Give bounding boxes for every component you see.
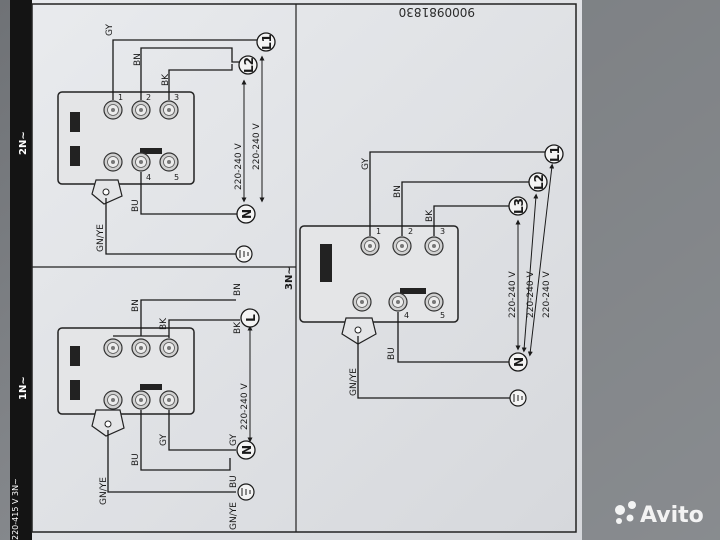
- ground-symbol-1n: [237, 483, 255, 501]
- avito-watermark: Avito: [615, 501, 704, 528]
- terminal-n-3n: N: [508, 352, 528, 372]
- svg-text:L1: L1: [260, 34, 274, 50]
- svg-text:L: L: [244, 314, 258, 322]
- svg-text:BN: BN: [233, 283, 243, 296]
- voltage-2n-a: 220-240 V: [234, 143, 244, 190]
- svg-text:N: N: [240, 445, 254, 455]
- svg-text:GN/YE: GN/YE: [349, 368, 359, 396]
- svg-text:GN/YE: GN/YE: [96, 224, 106, 252]
- ground-symbol-3n: [509, 389, 527, 407]
- header-strip: [10, 0, 32, 540]
- panel-2n: 1 2 3 4 5 L1 L2 N: [57, 23, 276, 263]
- panel-1n: L N BN BK GY BU GN/YE BN BK GY BU GN/YE …: [57, 283, 260, 530]
- svg-text:BK: BK: [233, 321, 243, 334]
- svg-text:3: 3: [174, 93, 179, 102]
- svg-text:L2: L2: [242, 57, 256, 73]
- svg-text:GN/YE: GN/YE: [229, 502, 239, 530]
- svg-text:4: 4: [146, 173, 151, 182]
- terminal-block-2n: 1 2 3 4 5: [57, 91, 195, 205]
- voltage-3n-c: 220-240 V: [542, 271, 552, 318]
- svg-text:L1: L1: [548, 146, 562, 162]
- terminal-block-1n: [57, 327, 195, 437]
- svg-text:N: N: [240, 209, 254, 219]
- svg-text:BN: BN: [131, 299, 141, 312]
- voltage-3n-a: 220-240 V: [508, 271, 518, 318]
- terminal-block-3n: 1 2 3 4 5: [299, 225, 459, 345]
- svg-text:GY: GY: [159, 433, 169, 446]
- header-1n: 1N~: [18, 376, 29, 400]
- svg-text:BK: BK: [159, 317, 169, 330]
- terminal-l3-3n: L3: [508, 196, 528, 216]
- svg-text:5: 5: [174, 173, 179, 182]
- svg-text:4: 4: [404, 311, 409, 320]
- svg-text:BK: BK: [161, 73, 171, 86]
- svg-text:BN: BN: [133, 53, 143, 66]
- terminal-l-1n: L: [240, 308, 260, 328]
- svg-text:GN/YE: GN/YE: [99, 477, 109, 505]
- svg-text:GY: GY: [361, 157, 371, 170]
- header-2n: 2N~: [18, 131, 29, 155]
- svg-text:N: N: [512, 357, 526, 367]
- svg-text:2: 2: [408, 227, 413, 236]
- ground-symbol-2n: [235, 245, 253, 263]
- svg-text:2: 2: [146, 93, 151, 102]
- svg-text:BN: BN: [393, 185, 403, 198]
- svg-text:1: 1: [118, 93, 123, 102]
- svg-text:BU: BU: [229, 475, 239, 488]
- svg-text:BK: BK: [425, 209, 435, 222]
- voltage-3n-b: 220-240 V: [526, 271, 536, 318]
- svg-text:3: 3: [440, 227, 445, 236]
- svg-text:GY: GY: [105, 23, 115, 36]
- svg-text:Avito: Avito: [640, 503, 704, 528]
- terminal-n-2n: N: [236, 204, 256, 224]
- terminal-l1-2n: L1: [256, 32, 276, 52]
- svg-text:5: 5: [440, 311, 445, 320]
- svg-text:L3: L3: [512, 198, 526, 214]
- serial-number: 9000981830: [399, 5, 475, 19]
- header-3n: 3N~: [284, 266, 295, 290]
- terminal-l1-3n: L1: [544, 144, 564, 164]
- terminal-l2-3n: L2: [528, 172, 548, 192]
- svg-text:BU: BU: [131, 453, 141, 466]
- svg-text:BU: BU: [131, 199, 141, 212]
- panel-3n: 1 2 3 4 5 L1 L2 L3 N: [299, 144, 564, 407]
- terminal-n-1n: N: [236, 440, 256, 460]
- voltage-1n: 220-240 V: [240, 383, 250, 430]
- svg-text:L2: L2: [532, 174, 546, 190]
- bottom-fragment: 220-415 V 3N~: [11, 478, 20, 540]
- terminal-l2-2n: L2: [238, 55, 258, 75]
- voltage-2n-b: 220-240 V: [252, 123, 262, 170]
- svg-text:1: 1: [376, 227, 381, 236]
- svg-text:BU: BU: [387, 347, 397, 360]
- svg-text:GY: GY: [229, 433, 239, 446]
